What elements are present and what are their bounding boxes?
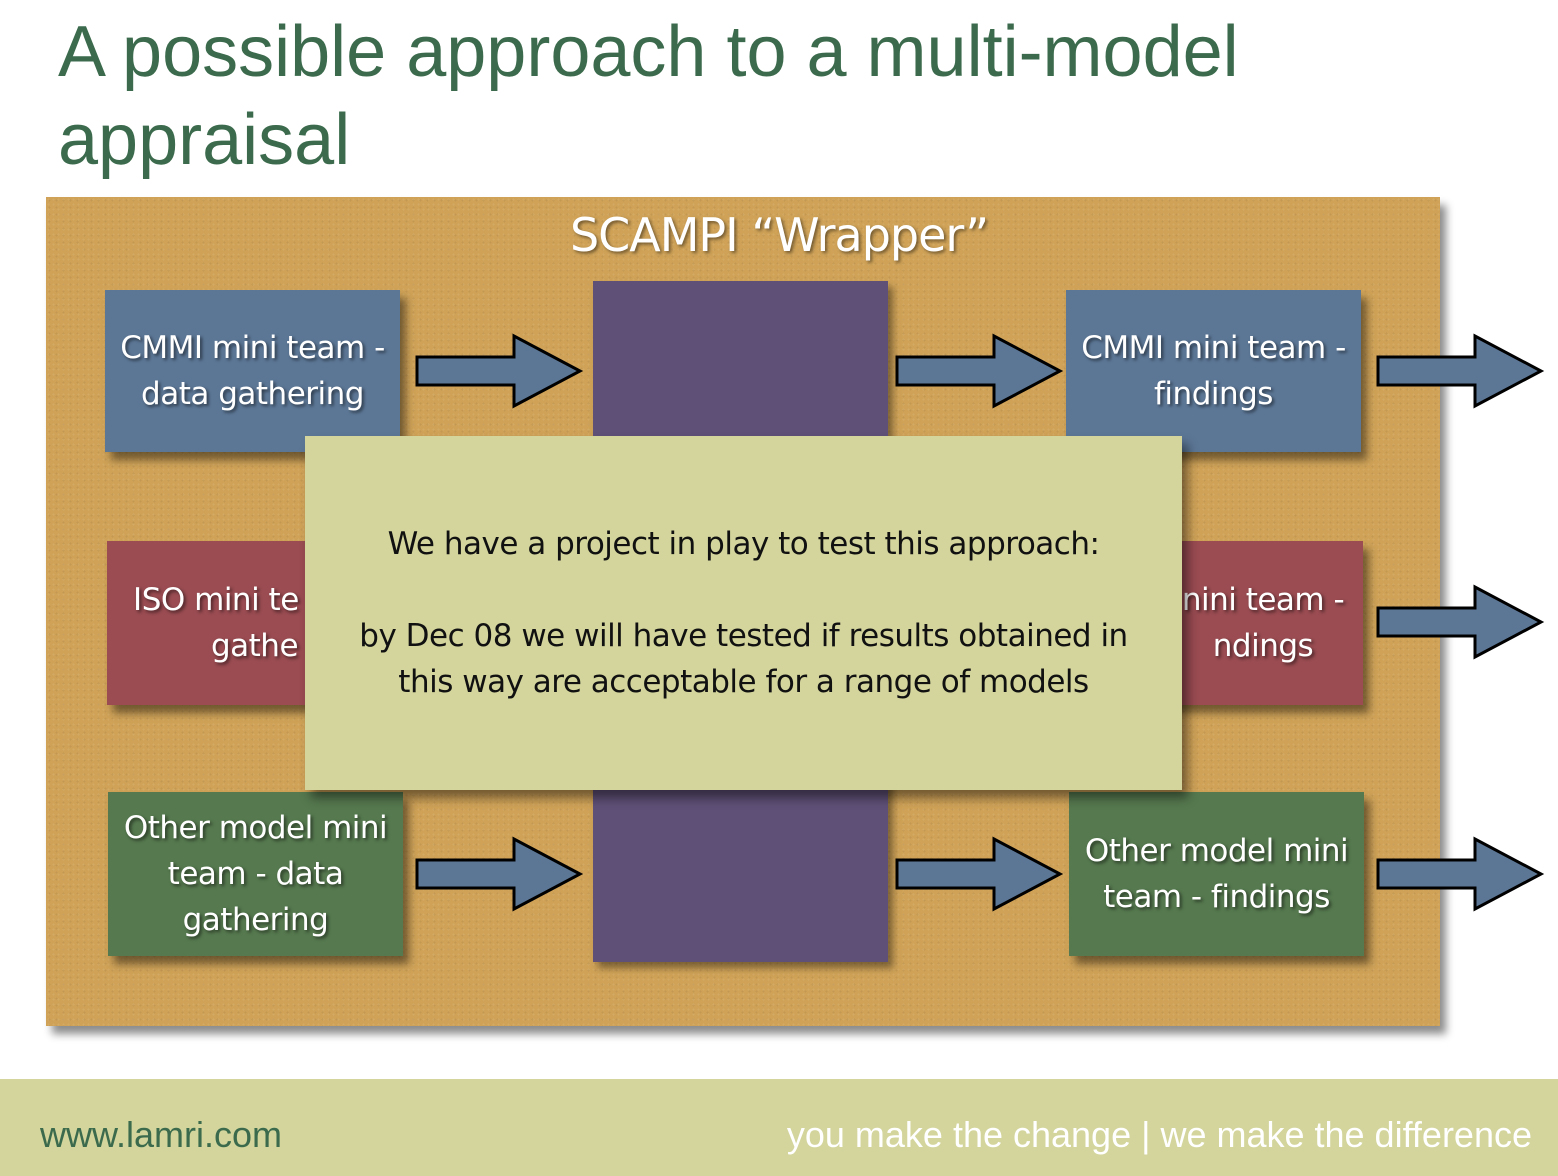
slide-title: A possible approach to a multi-model app… <box>58 12 1239 180</box>
arrow-right-icon <box>1376 584 1545 660</box>
callout-line-1: We have a project in play to test this a… <box>387 526 1100 562</box>
cmmi-findings-label: CMMI mini team - findings <box>1081 330 1346 412</box>
footer-website-link[interactable]: www.lamri.com <box>40 1114 283 1155</box>
arrow-right-icon <box>1376 836 1545 912</box>
callout-line-3: this way are acceptable for a range of m… <box>398 664 1089 700</box>
footer-bar <box>0 1079 1558 1176</box>
iso-findings-label: nini team - ndings <box>1181 582 1345 664</box>
arrow-right-icon <box>415 836 584 912</box>
wrapper-label: SCAMPI “Wrapper” <box>569 208 989 262</box>
cmmi-data-gathering-label: CMMI mini team - data gathering <box>120 330 385 412</box>
other-data-gathering-label: Other model mini team - data gathering <box>123 810 388 938</box>
callout-line-2: by Dec 08 we will have tested if results… <box>359 618 1128 654</box>
arrow-right-icon <box>895 836 1064 912</box>
footer-tagline: you make the change | we make the differ… <box>786 1114 1532 1155</box>
other-data-gathering-box: Other model mini team - data gathering <box>108 792 403 956</box>
cmmi-data-gathering-box: CMMI mini team - data gathering <box>105 290 400 452</box>
arrow-right-icon <box>415 333 584 409</box>
cmmi-findings-box: CMMI mini team - findings <box>1066 290 1361 452</box>
other-findings-label: Other model mini team - findings <box>1084 833 1349 915</box>
arrow-right-icon <box>1376 333 1545 409</box>
project-callout: We have a project in play to test this a… <box>305 436 1182 790</box>
other-findings-box: Other model mini team - findings <box>1069 792 1364 956</box>
arrow-right-icon <box>895 333 1064 409</box>
